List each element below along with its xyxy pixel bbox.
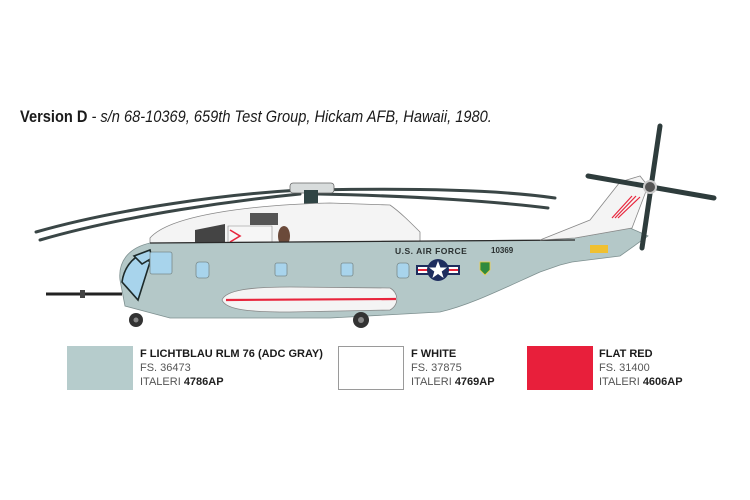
paint-italeri-code: ITALERI 4769AP bbox=[411, 376, 495, 388]
tail-warning-placard bbox=[590, 245, 608, 253]
engine-grille-top bbox=[250, 213, 278, 225]
landing-gear bbox=[129, 312, 369, 328]
tail-serial: 10369 bbox=[491, 246, 514, 255]
paint-name: F WHITE bbox=[411, 348, 457, 360]
paint-label-flat-red: FLAT RED FS. 31400 ITALERI 4606AP bbox=[599, 347, 683, 389]
usaf-roundel-icon bbox=[416, 259, 460, 281]
fuel-tank bbox=[221, 286, 398, 313]
paint-label-adc-gray: F LICHTBLAU RLM 76 (ADC GRAY) FS. 36473 … bbox=[140, 347, 323, 389]
cockpit-windows bbox=[121, 248, 173, 302]
fuselage-lettering: U.S. AIR FORCE bbox=[395, 246, 467, 256]
fuselage-windows bbox=[195, 261, 410, 279]
paint-fs-code: FS. 37875 bbox=[411, 362, 462, 374]
paint-name: FLAT RED bbox=[599, 348, 653, 360]
paint-name: F LICHTBLAU RLM 76 (ADC GRAY) bbox=[140, 348, 323, 360]
tail-pylon bbox=[539, 175, 649, 241]
helicopter-illustration: U.S. AIR FORCE 10369 bbox=[34, 123, 717, 328]
paint-fs-code: FS. 31400 bbox=[599, 362, 650, 374]
unit-badge-icon bbox=[479, 261, 491, 276]
tail-red-stripes bbox=[611, 195, 641, 219]
paint-swatch-adc-gray bbox=[67, 346, 133, 390]
rotor-hub bbox=[289, 182, 335, 206]
paint-fs-code: FS. 36473 bbox=[140, 362, 191, 374]
version-label: Version D bbox=[20, 107, 88, 126]
version-details: - s/n 68-10369, 659th Test Group, Hickam… bbox=[87, 107, 492, 126]
version-caption: Version D - s/n 68-10369, 659th Test Gro… bbox=[20, 107, 492, 127]
paint-label-white: F WHITE FS. 37875 ITALERI 4769AP bbox=[411, 347, 495, 389]
paint-italeri-code: ITALERI 4606AP bbox=[599, 376, 683, 388]
main-rotor bbox=[34, 187, 557, 242]
refueling-probe bbox=[46, 290, 122, 298]
paint-italeri-code: ITALERI 4786AP bbox=[140, 376, 224, 388]
paint-swatch-white bbox=[338, 346, 404, 390]
paint-swatch-flat-red bbox=[527, 346, 593, 390]
